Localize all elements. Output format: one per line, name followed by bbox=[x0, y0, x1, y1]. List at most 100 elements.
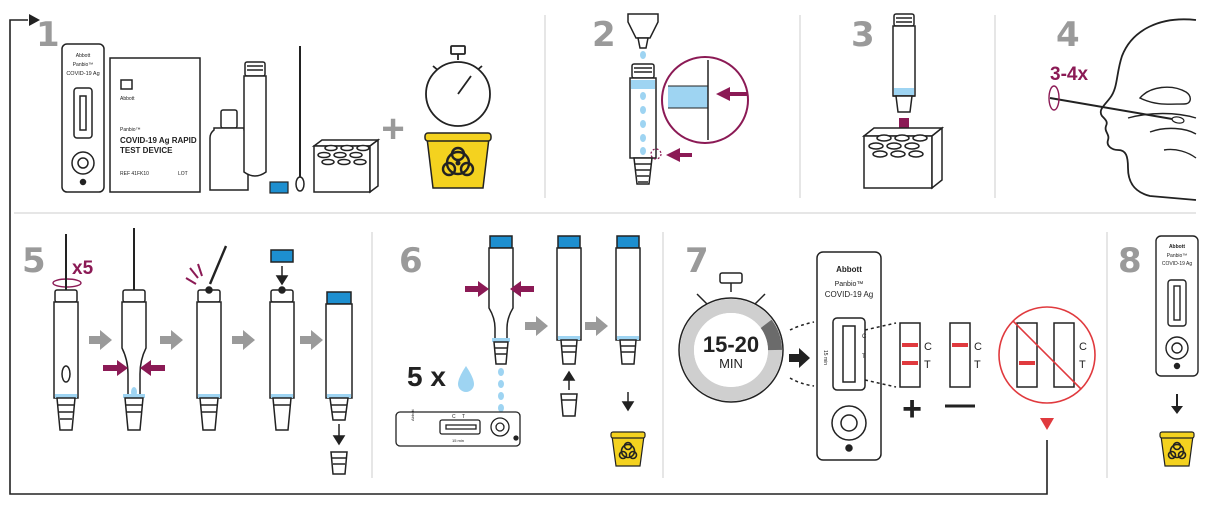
negative-c-label: C bbox=[974, 341, 982, 353]
drop-icon bbox=[458, 366, 474, 392]
kit-box: Abbott Panbio™ COVID-19 Ag RAPID TEST DE… bbox=[109, 57, 201, 193]
sequence-arrows-step-6 bbox=[525, 316, 608, 336]
device-product-name-small: COVID-19 Ag bbox=[1162, 261, 1193, 267]
invalid-t-label: T bbox=[1079, 359, 1086, 371]
step-number-7: 7 bbox=[685, 241, 709, 281]
buffer-drops bbox=[640, 92, 646, 155]
invalid-marker-icon bbox=[1040, 418, 1054, 430]
step-number-8: 8 bbox=[1118, 241, 1142, 281]
timer-unit: MIN bbox=[719, 356, 743, 371]
device-brand-small: Abbott bbox=[1169, 244, 1185, 250]
device-brand-large: Abbott bbox=[836, 265, 862, 274]
result-negative: C T — bbox=[945, 322, 982, 421]
tube-cap-on bbox=[269, 249, 295, 431]
accent-arrows-step-2 bbox=[666, 87, 748, 162]
tube-capped bbox=[325, 291, 353, 475]
rotation-count-tube: x5 bbox=[72, 258, 94, 279]
tube-break-swab bbox=[196, 245, 228, 431]
dropper-bottle-tip bbox=[627, 13, 659, 59]
tube-with-buffer bbox=[629, 63, 657, 185]
biohazard-bin-step-6-icon bbox=[610, 431, 646, 467]
nasal-swab bbox=[295, 46, 305, 192]
window-c-horizontal: C bbox=[452, 414, 456, 420]
device-product-line-small: Panbio™ bbox=[1167, 253, 1188, 259]
device-brand: Abbott bbox=[76, 53, 91, 59]
window-c-large: C bbox=[862, 334, 867, 340]
plus-sign: + bbox=[381, 107, 404, 151]
device-product-line: Panbio™ bbox=[73, 62, 94, 68]
window-t-large: T bbox=[862, 354, 866, 360]
device-product-line-large: Panbio™ bbox=[835, 281, 864, 288]
step-number-3: 3 bbox=[851, 15, 875, 55]
test-device-small: Abbott Panbio™ COVID-19 Ag bbox=[1155, 235, 1199, 377]
step-2-add-buffer bbox=[627, 13, 749, 185]
buffer-bottle bbox=[209, 109, 249, 191]
tube-cap-icon bbox=[269, 181, 289, 194]
positive-t-label: T bbox=[924, 359, 931, 371]
magnified-fill-line bbox=[661, 56, 749, 144]
tube-rack bbox=[311, 138, 381, 194]
box-title-line1: Panbio™ bbox=[120, 127, 141, 133]
step-8-discard: Abbott Panbio™ COVID-19 Ag bbox=[1155, 235, 1199, 467]
drop-count: 5 x bbox=[407, 361, 446, 392]
timer-icon bbox=[678, 272, 784, 403]
result-invalid: C T bbox=[998, 306, 1096, 404]
box-ref: REF 41FK10 bbox=[120, 171, 149, 177]
step-1-kit-contents: Abbott Panbio™ COVID-19 Ag Abbott Panbio… bbox=[61, 43, 492, 194]
timer-to-device-arrow bbox=[789, 348, 810, 368]
fill-line-dashed-marker bbox=[650, 148, 662, 160]
break-marks bbox=[185, 263, 203, 285]
negative-sign: — bbox=[945, 388, 975, 421]
box-lot: LOT bbox=[178, 171, 188, 177]
stopwatch-icon bbox=[425, 45, 491, 127]
time-mark-horizontal: 15 min bbox=[452, 438, 464, 443]
window-t-horizontal: T bbox=[462, 414, 465, 420]
biohazard-bin-step-8-icon bbox=[1159, 431, 1195, 467]
step-6-apply-drops: 5 x Abbott C T 15 min bbox=[395, 235, 646, 467]
zoom-guides bbox=[789, 321, 897, 388]
nasal-cavity bbox=[1127, 86, 1197, 159]
step-number-1: 1 bbox=[36, 15, 60, 55]
biohazard-bin-icon bbox=[424, 132, 492, 189]
device-product-name: COVID-19 Ag bbox=[66, 71, 99, 77]
rotation-arrow-icon bbox=[1048, 85, 1060, 111]
tube-rack-step-3 bbox=[861, 126, 945, 190]
step-number-2: 2 bbox=[592, 15, 616, 55]
step-number-5: 5 bbox=[22, 241, 46, 281]
device-brand-horizontal: Abbott bbox=[410, 409, 415, 421]
section-dividers bbox=[14, 15, 1196, 478]
tube-swab-rotating bbox=[53, 234, 79, 431]
positive-c-label: C bbox=[924, 341, 932, 353]
step-5-extract-and-cap: x5 bbox=[52, 228, 353, 475]
test-device-horizontal: Abbott C T 15 min bbox=[395, 409, 521, 447]
tube-recap bbox=[556, 235, 582, 417]
restart-loop-arrow bbox=[9, 14, 1054, 495]
rotation-count-nose: 3-4x bbox=[1050, 64, 1088, 85]
step-number-4: 4 bbox=[1056, 15, 1080, 55]
test-device: Abbott Panbio™ COVID-19 Ag bbox=[61, 43, 105, 193]
test-device-large: Abbott Panbio™ COVID-19 Ag C T 15 min bbox=[816, 251, 882, 461]
box-brand: Abbott bbox=[120, 96, 135, 102]
box-title-line2: COVID-19 Ag RAPID bbox=[120, 136, 197, 145]
tube-dispensing bbox=[488, 235, 514, 365]
sequence-arrows-step-5 bbox=[89, 330, 323, 350]
step-3-place-in-rack bbox=[861, 13, 945, 190]
negative-t-label: T bbox=[974, 359, 981, 371]
head-profile bbox=[1099, 18, 1197, 201]
box-title-line3: TEST DEVICE bbox=[120, 146, 173, 155]
extraction-tube bbox=[243, 61, 267, 177]
swab-in-nose bbox=[1049, 97, 1179, 121]
squeeze-arrows bbox=[103, 360, 165, 376]
down-arrow-step-8 bbox=[1171, 394, 1183, 414]
step-4-nasal-swab: 3-4x bbox=[1048, 18, 1197, 201]
positive-sign: + bbox=[902, 390, 922, 428]
squeeze-arrows-step-6 bbox=[465, 281, 534, 297]
tube-squeeze bbox=[121, 228, 147, 431]
result-positive: C T + bbox=[899, 322, 932, 428]
tube-discard bbox=[615, 235, 641, 412]
timer-value: 15-20 bbox=[703, 332, 759, 357]
invalid-c-label: C bbox=[1079, 341, 1087, 353]
device-product-name-large: COVID-19 Ag bbox=[825, 290, 873, 299]
time-mark-large: 15 min bbox=[822, 350, 828, 365]
